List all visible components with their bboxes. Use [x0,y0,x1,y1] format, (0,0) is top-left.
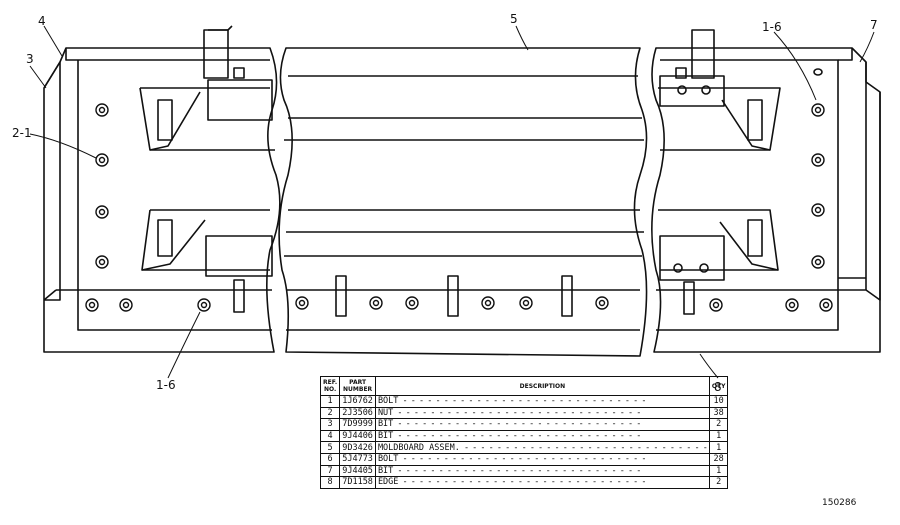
desc-cell: BOLT [374,395,710,408]
header-description: DESCRIPTION [374,376,710,396]
nut-icon [709,298,723,312]
table-row: 79J4405BIT1 [319,464,729,478]
qty-cell: 10 [708,395,729,408]
header-part-number: PART NUMBER [339,376,376,396]
qty-cell: 1 [708,464,729,478]
nut-icon [819,298,833,312]
nut-icon [369,296,383,310]
nut-icon [811,255,825,269]
ref-cell: 8 [319,476,341,489]
left-section [43,25,281,353]
parts-table-header: REF. NO. PART NUMBER DESCRIPTION QTY [319,376,729,396]
part-cell: 7D1158 [339,476,376,489]
nut-icon [95,153,109,167]
part-cell: 1J6762 [339,395,376,408]
table-row: 87D1158EDGE2 [319,476,729,489]
part-cell: 9J4406 [339,429,376,443]
qty-cell: 2 [708,476,729,489]
desc-cell: BIT [374,429,710,443]
nut-icon [119,298,133,312]
ref-cell: 3 [319,418,341,431]
callout-1-6-bottom: 1-6 [156,378,176,392]
table-row: 11J6762BOLT10 [319,395,729,408]
nuts [85,103,833,312]
nut-icon [95,103,109,117]
table-row: 22J3506NUT38 [319,406,729,420]
table-row: 49J4406BIT1 [319,429,729,443]
part-cell: 5J4773 [339,452,376,466]
callout-5: 5 [510,12,518,26]
part-cell: 9D3426 [339,441,376,454]
qty-cell: 1 [708,441,729,454]
nut-icon [405,296,419,310]
callout-3: 3 [26,52,34,66]
ref-cell: 6 [319,452,341,466]
callout-7: 7 [870,18,878,32]
ref-cell: 7 [319,464,341,478]
desc-cell: EDGE [374,476,710,489]
header-ref-no: REF. NO. [319,376,341,396]
ref-cell: 1 [319,395,341,408]
leader-lines [29,25,875,379]
nut-icon [811,203,825,217]
callout-1-6-top: 1-6 [762,20,782,34]
right-section [651,29,881,353]
nut-icon [811,103,825,117]
ref-cell: 4 [319,429,341,443]
middle-section [278,47,648,357]
qty-cell: 38 [708,406,729,420]
desc-cell: MOLDBOARD ASSEM. [374,441,710,454]
nut-icon [85,298,99,312]
qty-cell: 2 [708,418,729,431]
part-cell: 7D9999 [339,418,376,431]
nut-icon [481,296,495,310]
nut-icon [95,205,109,219]
callout-2-1: 2-1 [12,126,32,140]
desc-cell: BIT [374,464,710,478]
nut-icon [95,255,109,269]
nut-icon [811,153,825,167]
header-qty: QTY [708,376,729,396]
nut-icon [197,298,211,312]
drawing-code: 150286 [822,498,857,508]
nut-icon [595,296,609,310]
nut-icon [785,298,799,312]
ref-cell: 2 [319,406,341,420]
ref-cell: 5 [319,441,341,454]
desc-cell: NUT [374,406,710,420]
part-cell: 2J3506 [339,406,376,420]
part-cell: 9J4405 [339,464,376,478]
nut-icon [295,296,309,310]
callout-4: 4 [38,14,46,28]
table-row: 37D9999BIT2 [319,418,729,431]
qty-cell: 1 [708,429,729,443]
nut-icon [519,296,533,310]
desc-cell: BIT [374,418,710,431]
desc-cell: BOLT [374,452,710,466]
qty-cell: 28 [708,452,729,466]
table-row: 65J4773BOLT28 [319,452,729,466]
